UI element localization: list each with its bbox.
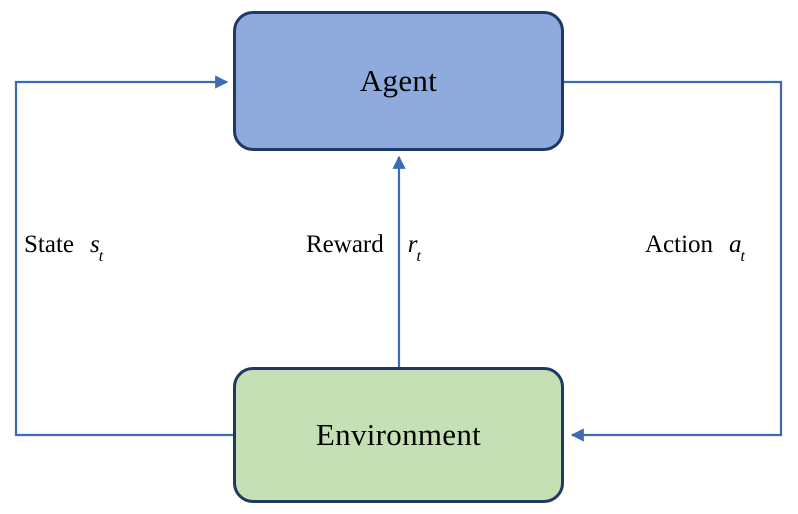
action-symbol-subscript: t — [740, 248, 745, 265]
agent-node-label: Agent — [359, 63, 438, 98]
state-connector — [14, 75, 234, 437]
action-symbol: a — [729, 231, 742, 258]
state-symbol-subscript: t — [98, 248, 104, 265]
reward-symbol-subscript: t — [416, 248, 421, 265]
reward-symbol: r — [407, 231, 418, 258]
state-symbol: s — [90, 231, 100, 258]
environment-node-label: Environment — [315, 417, 482, 452]
environment-node[interactable]: Environment — [233, 367, 564, 503]
action-label-text: Action — [645, 231, 714, 258]
agent-node[interactable]: Agent — [233, 11, 564, 151]
action-connector — [564, 80, 783, 442]
reward-label-text: Reward — [306, 231, 384, 258]
state-label-text: State — [24, 231, 74, 258]
